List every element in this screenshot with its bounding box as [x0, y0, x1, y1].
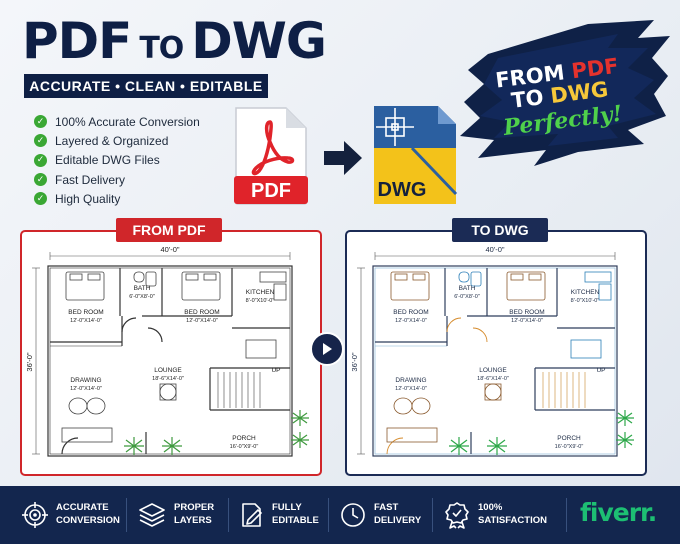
- footer-item-satisfaction: 100%SATISFACTION: [444, 486, 547, 544]
- room-label-lounge: LOUNGE: [479, 367, 507, 374]
- footer-divider: [566, 498, 567, 532]
- stair-up-label: UP: [596, 367, 605, 374]
- check-icon: ✓: [34, 153, 47, 167]
- svg-text:12'-0"X14'-0": 12'-0"X14'-0": [70, 318, 102, 324]
- edit-icon: [242, 503, 262, 527]
- room-label-porch: PORCH: [557, 435, 581, 442]
- check-icon: ✓: [34, 173, 47, 187]
- check-icon: ✓: [34, 115, 47, 129]
- room-label-bedroom-2: BED ROOM: [184, 309, 219, 316]
- dwg-floorplan-panel: 40'-0" 36'-0" BATH 6'-0"X8'-0" BED ROOM …: [345, 230, 647, 476]
- arrow-right-icon: [324, 141, 362, 175]
- award-icon: [445, 502, 469, 529]
- footer-divider: [328, 498, 329, 532]
- floorplan-drawing: 40'-0" 36'-0" BATH 6'-0"X8'-0" BED ROOM …: [25, 245, 309, 457]
- feature-item: ✓100% Accurate Conversion: [34, 112, 200, 131]
- feature-item: ✓High Quality: [34, 189, 200, 208]
- title-pdf: PDF: [22, 12, 132, 70]
- room-label-porch: PORCH: [232, 435, 256, 442]
- footer-divider: [432, 498, 433, 532]
- pdf-floorplan-panel: 40'-0" 36'-0" BATH 6'-0"X8'-0" BED ROOM …: [20, 230, 322, 476]
- layers-icon: [139, 503, 165, 527]
- plan-width-dimension: 40'-0": [160, 245, 179, 254]
- room-label-drawing: DRAWING: [395, 377, 426, 384]
- room-label-lounge: LOUNGE: [154, 367, 182, 374]
- footer-divider: [126, 498, 127, 532]
- fiverr-logo: fiverr.: [580, 498, 657, 527]
- room-label-bath: BATH: [459, 285, 476, 292]
- svg-text:16'-0"X9'-0": 16'-0"X9'-0": [555, 444, 584, 450]
- clock-icon: [341, 503, 365, 527]
- svg-text:16'-0"X9'-0": 16'-0"X9'-0": [230, 444, 259, 450]
- footer-divider: [228, 498, 229, 532]
- feature-list: ✓100% Accurate Conversion ✓Layered & Org…: [34, 112, 200, 208]
- brush-stroke-badge: [460, 20, 670, 166]
- pdf-swirl-icon: [251, 120, 295, 176]
- room-label-bedroom-1: BED ROOM: [393, 309, 428, 316]
- svg-text:18'-6"X14'-0": 18'-6"X14'-0": [152, 376, 184, 382]
- feature-item: ✓Editable DWG Files: [34, 151, 200, 170]
- check-icon: ✓: [34, 192, 47, 206]
- svg-text:12'-0"X14'-0": 12'-0"X14'-0": [511, 318, 543, 324]
- plan-height-dimension: 36'-0": [350, 352, 359, 371]
- stair-up-label: UP: [271, 367, 280, 374]
- tagline-banner: ACCURATE • CLEAN • EDITABLE: [24, 74, 268, 98]
- plan-width-dimension: 40'-0": [485, 245, 504, 254]
- feature-item: ✓Fast Delivery: [34, 170, 200, 189]
- svg-text:12'-0"X14'-0": 12'-0"X14'-0": [70, 386, 102, 392]
- target-icon: [22, 502, 48, 528]
- pdf-icon-label: PDF: [251, 180, 291, 202]
- svg-text:12'-0"X14'-0": 12'-0"X14'-0": [395, 386, 427, 392]
- plan-height-dimension: 36'-0": [25, 352, 34, 371]
- svg-text:12'-0"X14'-0": 12'-0"X14'-0": [186, 318, 218, 324]
- room-label-bath: BATH: [134, 285, 151, 292]
- svg-text:8'-0"X10'-0": 8'-0"X10'-0": [246, 298, 275, 304]
- svg-text:6'-0"X8'-0": 6'-0"X8'-0": [454, 294, 480, 300]
- svg-text:8'-0"X10'-0": 8'-0"X10'-0": [571, 298, 600, 304]
- check-icon: ✓: [34, 134, 47, 148]
- feature-item: ✓Layered & Organized: [34, 131, 200, 150]
- room-label-kitchen: KITCHEN: [571, 289, 600, 296]
- title-dwg: DWG: [191, 12, 327, 70]
- dwg-icon-label: DWG: [378, 179, 427, 201]
- title-connector: TO: [139, 31, 184, 66]
- svg-text:6'-0"X8'-0": 6'-0"X8'-0": [129, 294, 155, 300]
- to-dwg-label: TO DWG: [452, 218, 548, 242]
- svg-text:18'-6"X14'-0": 18'-6"X14'-0": [477, 376, 509, 382]
- svg-text:12'-0"X14'-0": 12'-0"X14'-0": [395, 318, 427, 324]
- room-label-bedroom-2: BED ROOM: [509, 309, 544, 316]
- from-pdf-label: FROM PDF: [116, 218, 222, 242]
- room-label-kitchen: KITCHEN: [246, 289, 275, 296]
- floorplan-drawing-colored: 40'-0" 36'-0" BATH 6'-0"X8'-0" BED ROOM …: [350, 245, 634, 457]
- play-arrow-icon: [310, 332, 344, 366]
- play-triangle-icon: [323, 343, 332, 355]
- dwg-file-icon: DWG: [374, 106, 458, 204]
- room-label-bedroom-1: BED ROOM: [68, 309, 103, 316]
- pdf-file-icon: PDF: [234, 107, 308, 205]
- room-label-drawing: DRAWING: [70, 377, 101, 384]
